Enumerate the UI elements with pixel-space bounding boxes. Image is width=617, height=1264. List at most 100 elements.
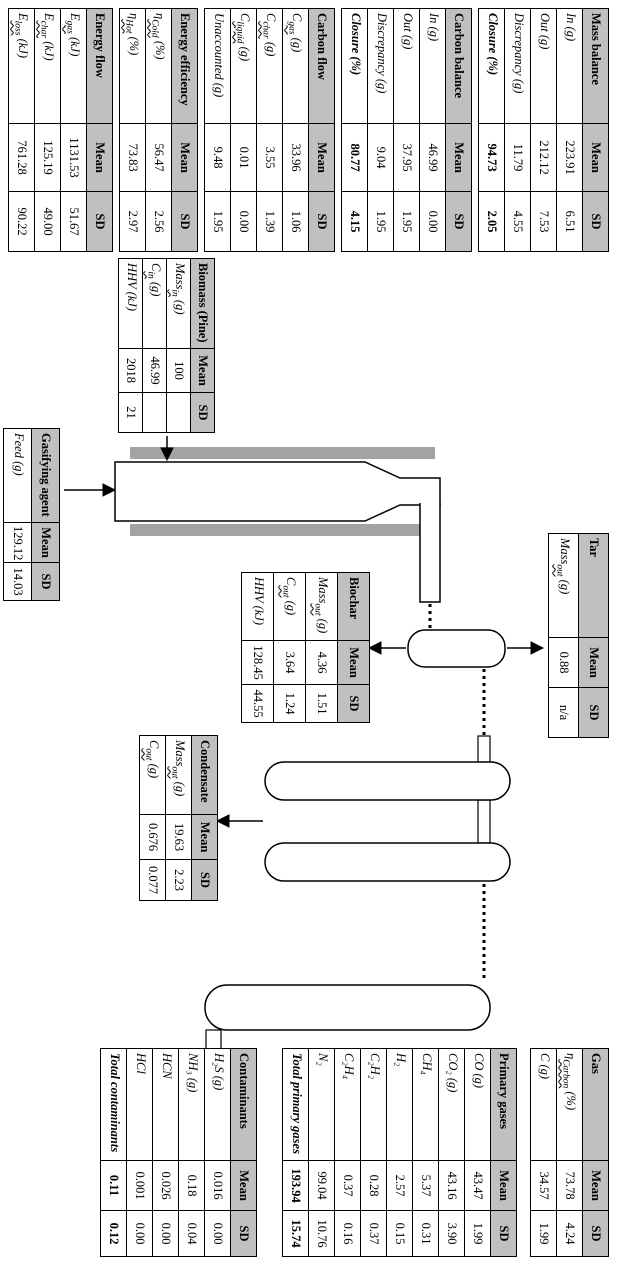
table-title: Gas	[582, 1048, 609, 1161]
row-label-subscript: Carbon	[560, 1059, 571, 1089]
column-header-mean: Mean	[230, 1160, 257, 1211]
condensate-arrow-head	[215, 814, 230, 828]
sd-value: 0.12	[100, 1210, 127, 1257]
column-header-sd: SD	[582, 191, 609, 252]
row-label: Discrepancy (g)	[367, 8, 394, 124]
mean-value: 0.28	[360, 1160, 387, 1211]
row-label: C₂H₂	[360, 1048, 387, 1161]
sd-value: 7.53	[530, 191, 557, 252]
column-header-sd: SD	[490, 1210, 517, 1257]
mean-value: 94.73	[478, 123, 505, 192]
mean-value: 0.18	[178, 1160, 205, 1211]
table-title: Mass balance	[582, 8, 609, 124]
row-label: C₂H₄	[334, 1048, 361, 1161]
row-label-text: Mass	[173, 263, 188, 290]
row-label: Out (g)	[530, 8, 557, 124]
mean-value: 3.55	[256, 123, 283, 192]
sd-value: 1.51	[305, 684, 338, 723]
column-header-mean: Mean	[191, 814, 218, 860]
row-label: HHV (kJ)	[241, 572, 274, 641]
row-label-subscript: loss	[12, 20, 23, 36]
mean-value: 56.47	[145, 123, 172, 192]
row-label-text: C₂H₄	[342, 1053, 357, 1080]
mean-value: 0.11	[100, 1160, 127, 1211]
row-label: CO₂ (g)	[438, 1048, 465, 1161]
sd-value: 4.24	[556, 1210, 583, 1257]
mean-value: 2.57	[386, 1160, 413, 1211]
row-label-subscript: out	[312, 603, 323, 616]
row-label: In (g)	[419, 8, 446, 124]
sd-value: 1.99	[530, 1210, 557, 1257]
column-header-mean: Mean	[86, 123, 113, 192]
column-header-mean: Mean	[490, 1160, 517, 1211]
sd-value	[142, 392, 167, 433]
row-label-text: HHV (kJ)	[125, 263, 140, 312]
column-header-mean: Mean	[582, 123, 609, 192]
row-label-unit: (kJ)	[16, 35, 31, 58]
biochar-arrow-head	[367, 641, 382, 655]
sd-value: n/a	[548, 687, 579, 738]
row-label-text: E	[68, 13, 83, 21]
gas-cleaning-vessel	[204, 984, 491, 1031]
row-label: NH₃ (g)	[178, 1048, 205, 1161]
row-label-subscript: liquid	[234, 21, 245, 44]
row-label-text: Mass	[316, 577, 331, 604]
row-label-text: Mass	[173, 740, 188, 767]
column-header-sd: SD	[308, 191, 335, 252]
row-label-text: C₂H₂	[368, 1053, 383, 1080]
sd-value: 1.99	[464, 1210, 491, 1257]
row-label-text: N₂	[316, 1053, 331, 1066]
row-label: Total contaminants	[100, 1048, 127, 1161]
table-title: Contaminants	[230, 1048, 257, 1161]
row-label-unit: (%)	[127, 33, 142, 56]
column-header-sd: SD	[337, 684, 370, 723]
row-label-text: H₂S (g)	[212, 1053, 227, 1091]
mean-value: 761.28	[8, 123, 35, 192]
row-label: C (g)	[530, 1048, 557, 1161]
column-header-mean: Mean	[578, 637, 609, 688]
row-label-text: In (g)	[427, 13, 442, 42]
row-label: Massout (g)	[548, 533, 579, 638]
row-label-unit: (g)	[238, 43, 253, 62]
column-header-sd: SD	[86, 191, 113, 252]
mean-value: 4.36	[305, 640, 338, 685]
row-label-text: C (g)	[538, 1053, 553, 1080]
row-label-text: Unaccounted (g)	[212, 13, 227, 98]
row-label-subscript: in	[169, 289, 180, 297]
sd-value: 1.24	[273, 684, 306, 723]
row-label-unit: (kJ)	[42, 38, 57, 61]
mean-value: 73.83	[119, 123, 146, 192]
row-label: HCl	[126, 1048, 153, 1161]
column-header-sd: SD	[230, 1210, 257, 1257]
column-header-sd: SD	[191, 859, 218, 901]
row-label-subscript: out	[280, 585, 291, 598]
sd-value: 1.95	[367, 191, 394, 252]
sd-value: 0.31	[412, 1210, 439, 1257]
sd-value: 1.95	[393, 191, 420, 252]
row-label: Egas (kJ)	[60, 8, 87, 124]
